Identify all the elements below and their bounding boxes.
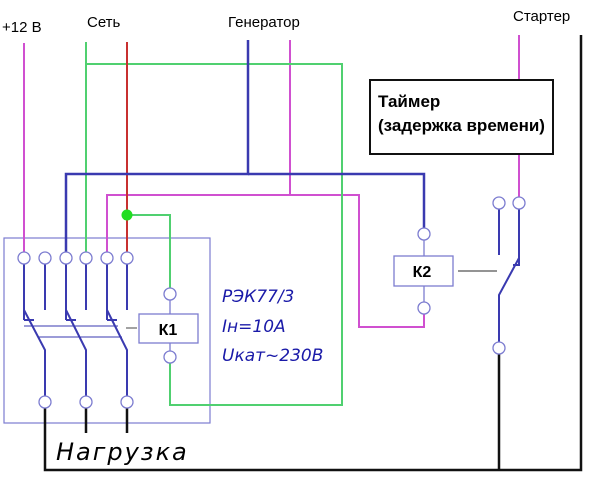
timer-subtitle: (задержка времени)	[378, 116, 545, 135]
label-load: Нагрузка	[56, 438, 189, 466]
timer-box	[369, 79, 554, 155]
junction-dot	[121, 209, 133, 221]
contactor-poles	[23, 264, 128, 396]
relay-k1-label: К1	[159, 322, 178, 339]
relay-k2-label: К2	[413, 264, 432, 281]
wire-generator-phase	[106, 40, 425, 328]
contactor-coil-voltage: Uкат~230В	[222, 346, 323, 366]
terminals-bottom	[38, 395, 134, 409]
label-generator: Генератор	[228, 14, 300, 31]
relay-k2: К2	[393, 227, 454, 315]
relay-k1: К1	[138, 287, 199, 364]
contactor-model: РЭК77/3	[222, 287, 294, 307]
k2-contact	[498, 209, 520, 342]
contactor-current: Iн=10А	[222, 317, 286, 337]
label-mains: Сеть	[87, 14, 121, 31]
mechanical-link	[24, 325, 137, 338]
label-starter: Стартер	[513, 8, 570, 25]
timer-title: Таймер	[378, 92, 440, 111]
load-wiring	[43, 35, 583, 472]
wire-mains-neutral	[85, 42, 343, 406]
wire-generator-neutral	[64, 40, 426, 252]
k2-terminals	[492, 196, 526, 355]
label-plus12v: +12 В	[2, 19, 42, 36]
terminals-top	[17, 251, 134, 265]
